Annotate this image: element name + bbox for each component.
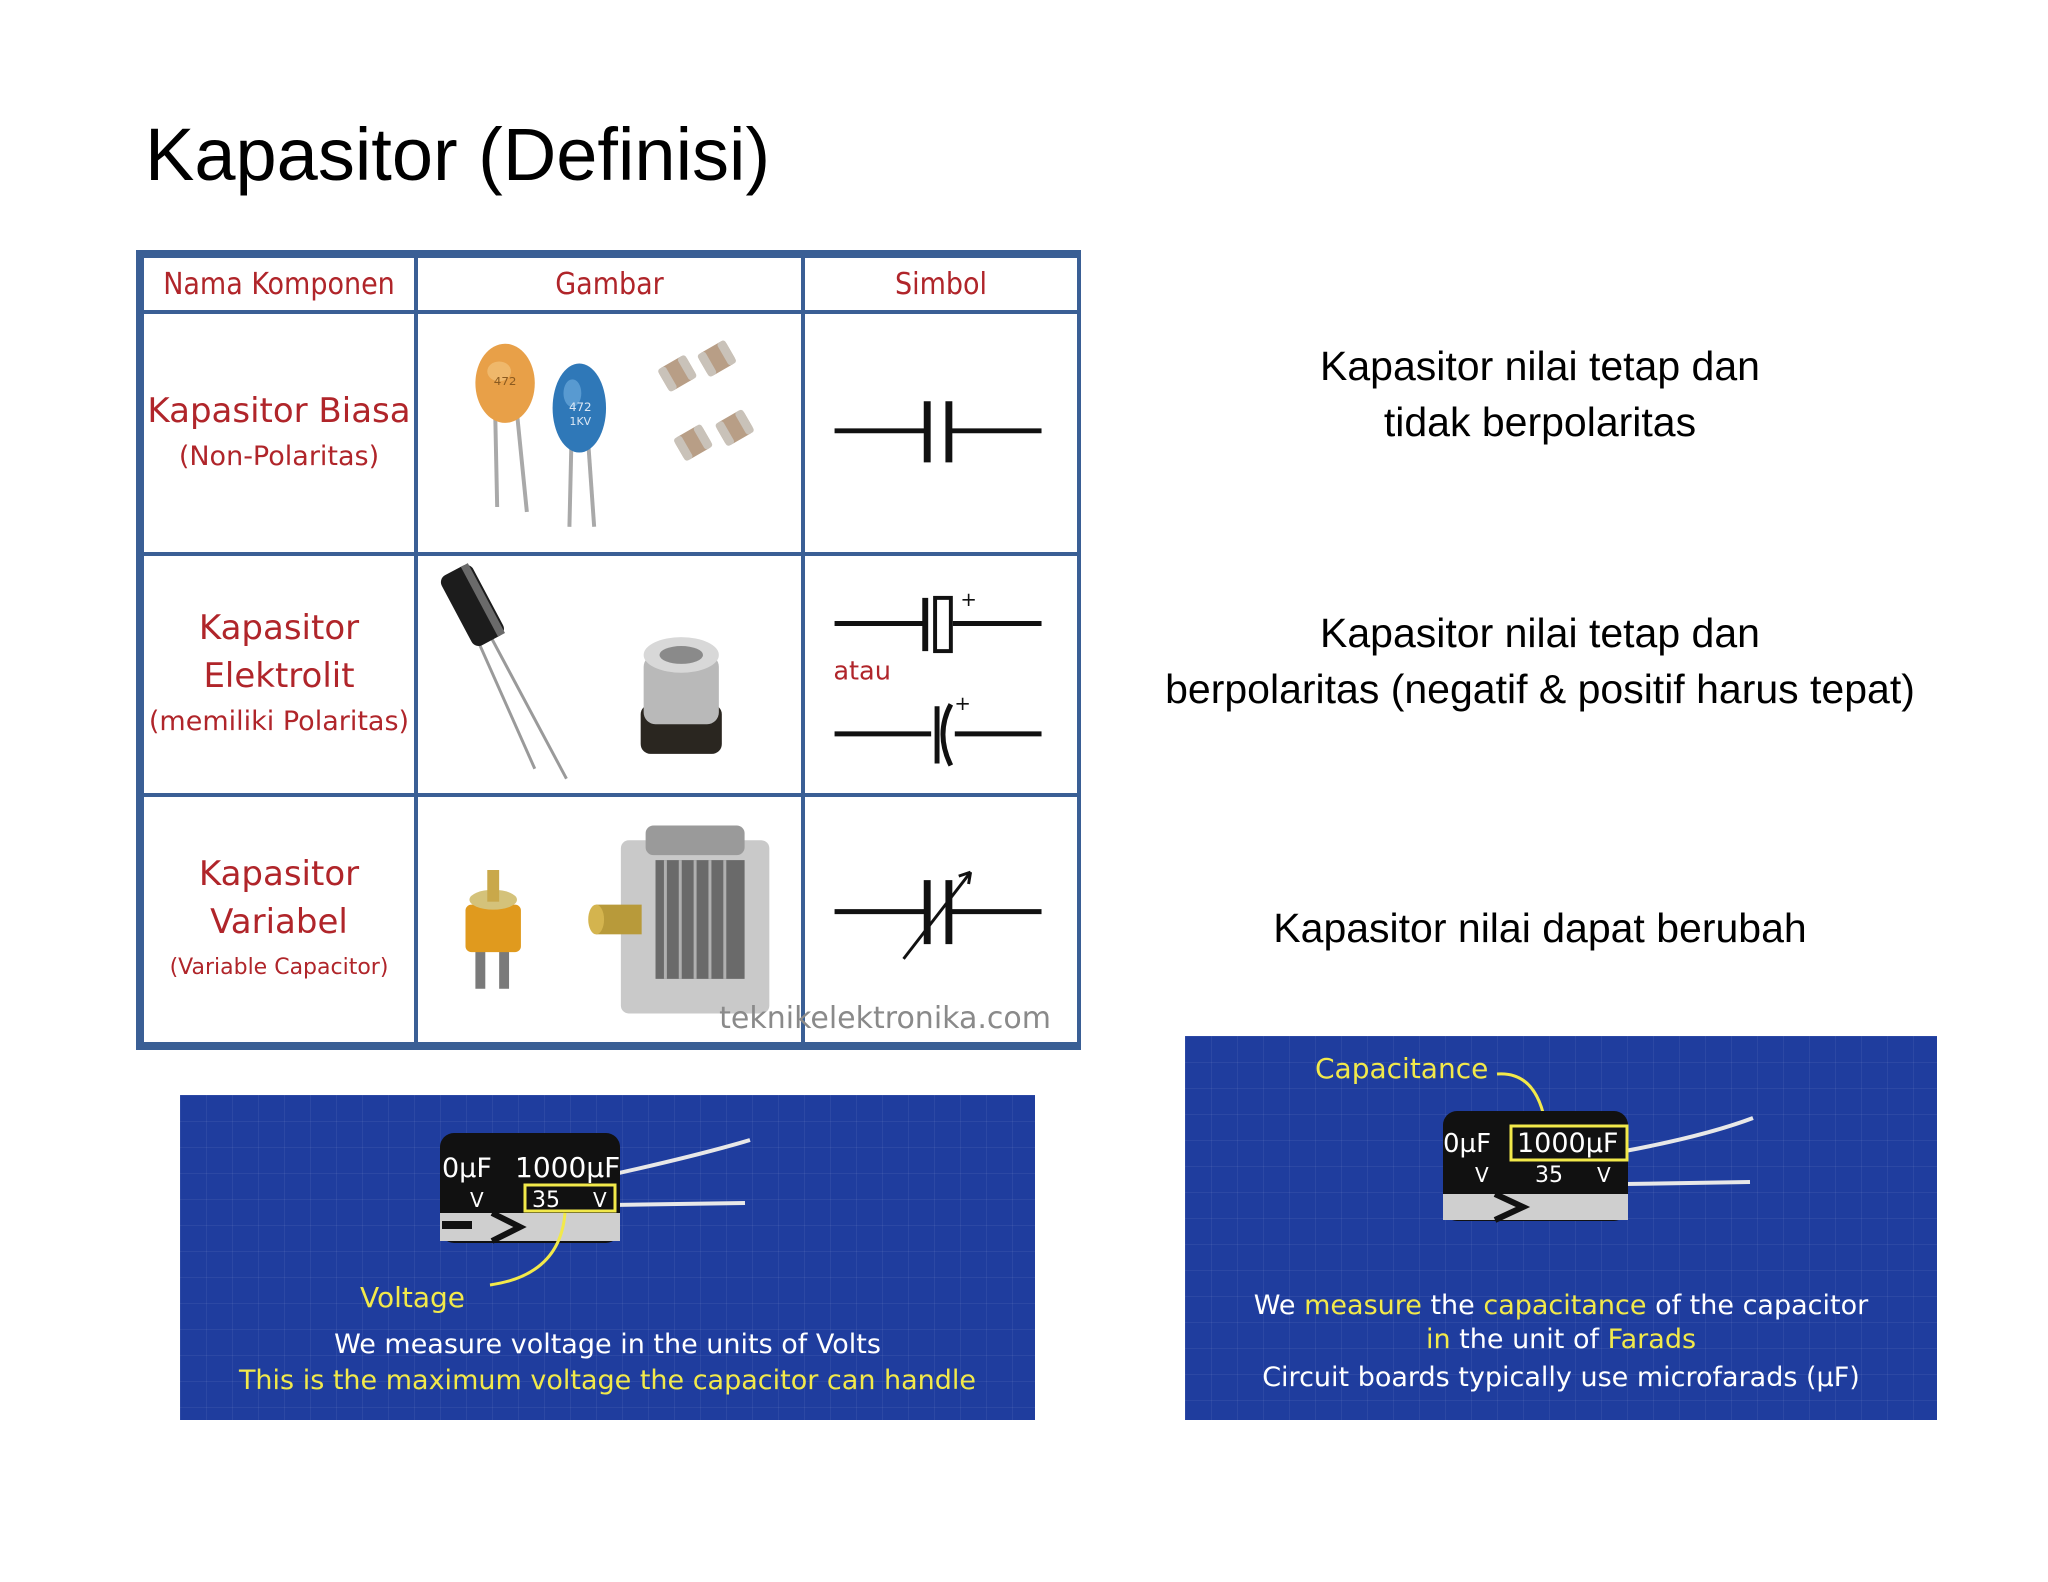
header-picture: Gambar <box>414 254 805 314</box>
cap-partial-value: 0µF <box>1443 1129 1491 1159</box>
ceramic-capacitors-image: 472 472 1KV <box>475 340 754 527</box>
text-segment-highlight: capacitance <box>1483 1290 1647 1321</box>
component-name-cell: Kapasitor Biasa (Non-Polaritas) <box>140 310 418 556</box>
header-symbol: Simbol <box>801 254 1081 314</box>
cap-voltage: 35 <box>532 1188 560 1213</box>
cap-partial-value: 0µF <box>442 1153 492 1184</box>
description-variable: Kapasitor nilai dapat berubah <box>1130 900 1950 956</box>
nonpolar-capacitor-symbol <box>834 401 1042 463</box>
component-symbol-cell: + atau + <box>801 551 1081 798</box>
table-row: Kapasitor Variabel (Variable Capacitor) <box>140 793 1081 1046</box>
capacitance-explanation-line1: We measure the capacitance of the capaci… <box>1185 1290 1937 1321</box>
component-symbol-cell <box>801 793 1081 1046</box>
voltage-explanation-line2: This is the maximum voltage the capacito… <box>238 1365 977 1396</box>
cap-value: 1000µF <box>1517 1128 1618 1159</box>
component-name-cell: Kapasitor Variabel (Variable Capacitor) <box>140 793 418 1046</box>
component-name: Kapasitor Biasa <box>147 390 411 431</box>
cap-volt-unit: V <box>593 1188 607 1212</box>
voltage-explanation-line1: We measure voltage in the units of Volts <box>334 1329 881 1360</box>
component-name: Kapasitor <box>198 853 360 894</box>
electrolytic-capacitor-illustration: Capacitance 0µF 1000µF V 35 V <box>1315 1052 1754 1223</box>
component-subtitle: (memiliki Polaritas) <box>148 706 410 738</box>
header-component-name: Nama Komponen <box>140 254 418 314</box>
description-line: Kapasitor nilai tetap dan <box>1320 610 1760 656</box>
text-segment-highlight: in <box>1425 1324 1451 1355</box>
text-segment: the <box>1421 1290 1484 1321</box>
svg-text:+: + <box>960 587 977 610</box>
description-nonpolar: Kapasitor nilai tetap dan tidak berpolar… <box>1130 338 1950 450</box>
capacitance-explanation-line2: in the unit of Farads <box>1185 1324 1937 1355</box>
capacitor-type-table: Nama Komponen Gambar Simbol Kapasitor Bi… <box>136 250 1081 1050</box>
description-line: Kapasitor nilai tetap dan <box>1320 343 1760 389</box>
capacitance-highlight-box <box>1509 1124 1629 1162</box>
text-segment: of the capacitor <box>1646 1290 1869 1321</box>
component-image-cell: 472 472 1KV <box>414 310 805 556</box>
description-polar: Kapasitor nilai tetap dan berpolaritas (… <box>1110 605 1970 717</box>
component-name-line2: Variabel <box>210 901 348 942</box>
electrolytic-capacitors-image <box>440 562 722 779</box>
description-line: Kapasitor nilai dapat berubah <box>1273 905 1807 951</box>
source-watermark: teknikelektronika.com <box>719 1001 1051 1036</box>
voltage-highlight-box <box>523 1183 617 1213</box>
component-subtitle: (Variable Capacitor) <box>169 954 389 980</box>
cap-volt-unit: V <box>1597 1163 1611 1187</box>
cap-volt-unit-left: V <box>470 1188 484 1212</box>
variable-capacitors-image <box>465 825 770 1014</box>
component-symbol-cell <box>801 310 1081 556</box>
description-line: berpolaritas (negatif & positif harus te… <box>1165 666 1915 712</box>
table-row: Kapasitor Biasa (Non-Polaritas) 472 472 <box>140 310 1081 556</box>
capacitance-label: Capacitance <box>1315 1052 1488 1085</box>
text-segment: We <box>1253 1290 1305 1321</box>
svg-text:+: + <box>954 692 971 715</box>
description-line: tidak berpolaritas <box>1383 399 1697 445</box>
text-segment-highlight: measure <box>1304 1290 1422 1321</box>
component-image-cell <box>414 793 805 1046</box>
blue-cap-marking: 472 <box>569 400 592 414</box>
cap-value: 1000µF <box>515 1151 620 1184</box>
component-name-cell: Kapasitor Elektrolit (memiliki Polaritas… <box>140 551 418 798</box>
component-subtitle: (Non-Polaritas) <box>178 440 380 472</box>
component-name-line2: Elektrolit <box>203 656 355 697</box>
text-segment-highlight: Farads <box>1607 1324 1697 1355</box>
cap-volt-unit-left: V <box>1475 1163 1489 1187</box>
capacitance-explanation-panel: Capacitance 0µF 1000µF V 35 V We measure… <box>1185 1036 1937 1420</box>
orange-cap-marking: 472 <box>494 374 517 388</box>
component-image-cell <box>414 551 805 798</box>
blue-cap-voltage: 1KV <box>570 415 592 428</box>
symbol-alternative-label: atau <box>833 656 891 686</box>
electrolytic-capacitor-illustration: 0µF 1000µF V 35 V Voltage <box>360 1133 751 1314</box>
table-header-row: Nama Komponen Gambar Simbol <box>140 254 1081 314</box>
cap-voltage: 35 <box>1535 1163 1563 1188</box>
polarized-capacitor-symbol: + atau + <box>833 587 1042 767</box>
capacitance-explanation-line3: Circuit boards typically use microfarads… <box>1262 1362 1860 1393</box>
component-name: Kapasitor <box>198 608 360 649</box>
voltage-label: Voltage <box>360 1281 465 1314</box>
text-segment: the unit of <box>1450 1324 1608 1355</box>
table-row: Kapasitor Elektrolit (memiliki Polaritas… <box>140 551 1081 798</box>
variable-capacitor-symbol <box>834 870 1042 960</box>
voltage-explanation-panel: 0µF 1000µF V 35 V Voltage We measure vol… <box>180 1095 1035 1420</box>
slide-title: Kapasitor (Definisi) <box>145 113 771 196</box>
